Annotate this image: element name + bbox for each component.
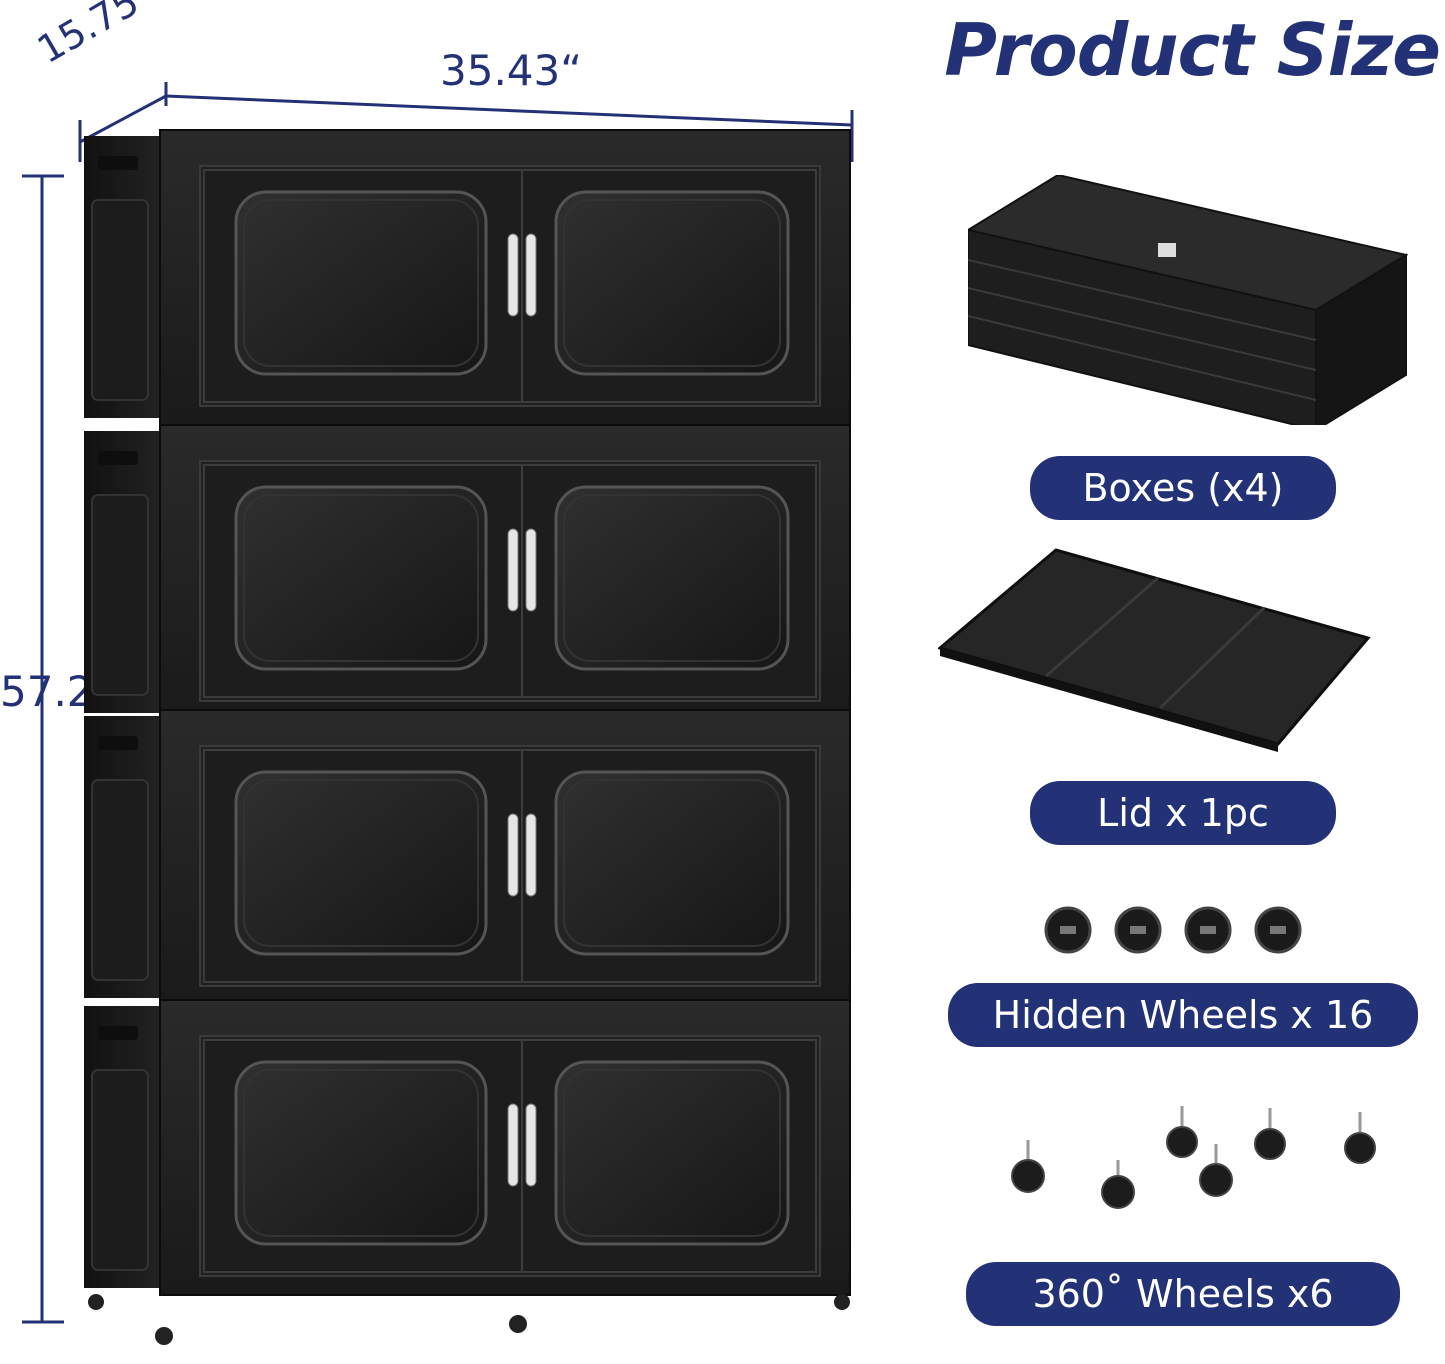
caster-wheel-image: [1011, 1106, 1376, 1209]
folded-boxes-image: [968, 175, 1408, 425]
lid-label: Lid x 1pc: [1030, 781, 1336, 845]
caster-wheels-label: 360˚ Wheels x6: [966, 1262, 1400, 1326]
hidden-wheels-label: Hidden Wheels x 16: [948, 983, 1418, 1047]
hidden-wheel-image: [1044, 906, 1302, 954]
page-title: Product Size: [944, 8, 1441, 92]
cabinet-image: [82, 128, 852, 1345]
boxes-label: Boxes (x4): [1030, 456, 1336, 520]
lid-panel-image: [938, 548, 1371, 752]
width-dimension: 35.43“: [440, 46, 582, 95]
